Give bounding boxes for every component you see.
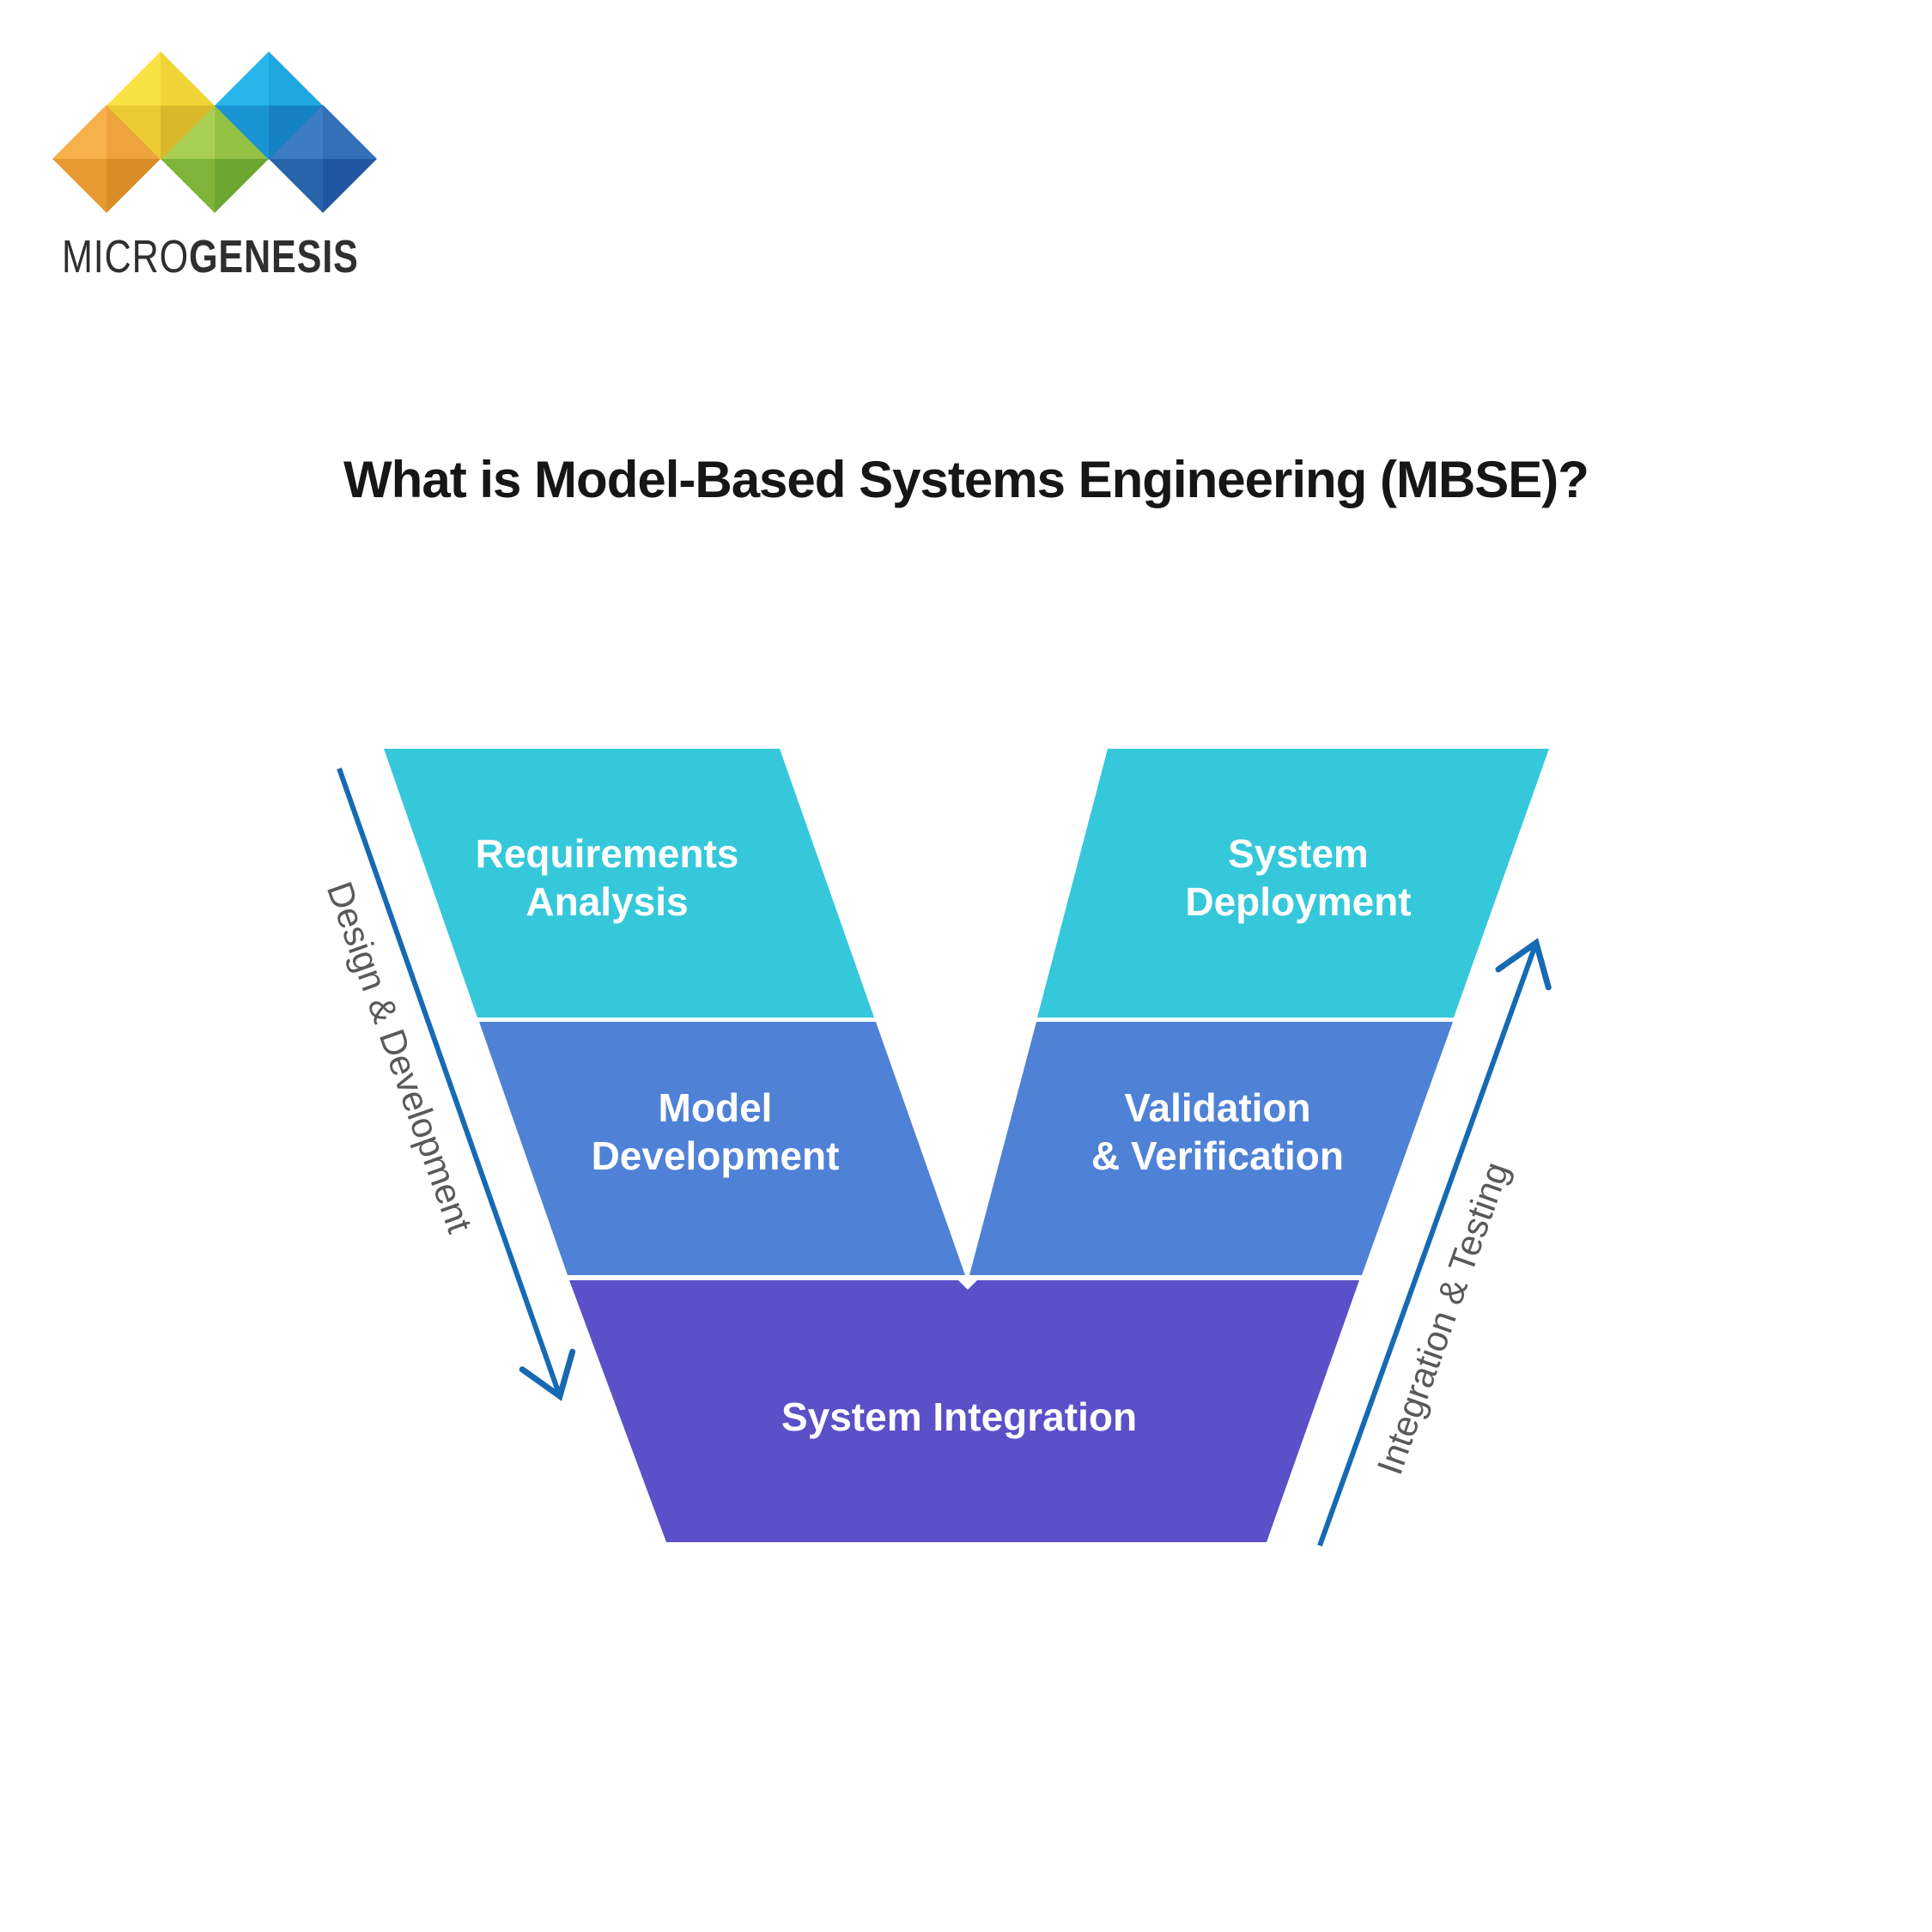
yellow-diamond-facet-ne xyxy=(161,52,215,106)
light-blue-diamond-facet-se xyxy=(269,106,323,160)
system-deployment-label-line1: System xyxy=(1228,831,1369,876)
block-model-development xyxy=(479,1022,965,1275)
microgenesis-logo: MICROGENESIS xyxy=(34,34,395,318)
light-blue-diamond xyxy=(215,52,323,160)
system-integration-label: System Integration xyxy=(781,1394,1137,1439)
validation-verification-label-line1: Validation xyxy=(1124,1085,1310,1130)
block-requirements-analysis xyxy=(384,749,874,1018)
model-development-label-line2: Development xyxy=(592,1133,840,1178)
orange-diamond-facet-se xyxy=(106,159,161,213)
model-development-label-line1: Model xyxy=(659,1085,773,1130)
dark-blue-diamond-facet-ne xyxy=(323,105,377,159)
light-blue-diamond-facet-ne xyxy=(269,52,323,106)
yellow-diamond xyxy=(106,52,215,160)
design-development-arrow-icon xyxy=(337,768,576,1401)
yellow-diamond-facet-sw xyxy=(106,106,161,160)
v-notch-tip xyxy=(958,1280,977,1290)
logo-wordmark: MICROGENESIS xyxy=(62,230,359,283)
light-blue-diamond-facet-nw xyxy=(215,52,269,106)
block-system-deployment xyxy=(1037,749,1549,1018)
requirements-analysis-label-line1: Requirements xyxy=(476,831,739,876)
block-validation-verification xyxy=(969,1022,1453,1275)
validation-verification-label-line2: & Verification xyxy=(1091,1133,1344,1178)
yellow-diamond-facet-nw xyxy=(106,52,161,106)
dark-blue-diamond-facet-se xyxy=(323,159,377,213)
requirements-analysis-label-line2: Analysis xyxy=(526,879,688,924)
dark-blue-diamond-facet-sw xyxy=(269,159,323,213)
page-title: What is Model-Based Systems Engineering … xyxy=(343,451,1589,508)
green-diamond-facet-sw xyxy=(161,159,215,213)
yellow-diamond-facet-se xyxy=(161,106,215,160)
integration-testing-arrow-icon xyxy=(1317,938,1552,1547)
wordmark-micro: MICRO xyxy=(62,231,189,283)
logo-diamonds-icon xyxy=(52,52,377,213)
orange-diamond-facet-nw xyxy=(52,105,106,159)
green-diamond-facet-se xyxy=(215,159,269,213)
wordmark-genesis: GENESIS xyxy=(188,231,359,283)
system-deployment-label-line2: Deployment xyxy=(1185,879,1411,924)
orange-diamond-facet-sw xyxy=(52,159,106,213)
block-system-integration xyxy=(569,1280,1359,1542)
light-blue-diamond-facet-sw xyxy=(215,106,269,160)
